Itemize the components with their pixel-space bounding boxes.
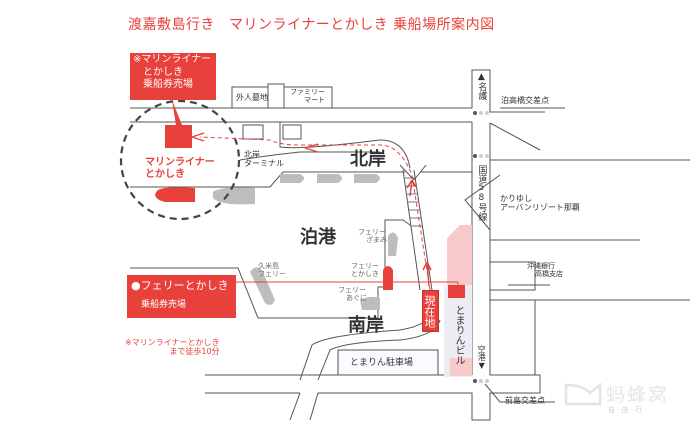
boat-gray [213,187,255,205]
boat-marine-liner [155,187,195,202]
harbour-outline [130,174,501,319]
title-destination: 渡嘉敷島行き [128,17,215,33]
route-58-label: 国道58号線 [476,165,487,221]
road-hokugan [130,122,472,188]
nago-label: ▲名護 [476,72,487,100]
tomarin-parking-label: とまりん駐車場 [350,358,414,368]
walk-note: ※マリンライナーとかしきまで徒歩10分 [125,338,220,357]
watermark-subtext: 自 · 由 · 行 [608,406,643,414]
hokugan-label: 北岸 [350,149,386,170]
tomari-takahashi-label: 泊高橋交差点 [501,96,549,105]
hokugan-terminal-label: 北岸ターミナル [244,150,284,169]
watermark-logo [564,382,602,406]
boat-gray [317,174,342,183]
ticket-pointer-line [236,281,459,285]
boat-aguni [360,296,380,310]
ferry-ticket-label: ●フェリーとかしき 乗船券売場 [127,275,236,318]
okinawa-bank-label: 沖縄銀行高橋支店 [527,262,563,279]
label-line: ※マリンライナー [133,54,212,65]
ferry-aguni-label: フェリーあぐに [338,286,367,303]
label-line: とかしき [143,66,183,78]
label-line: ●フェリーとかしき [131,279,229,292]
kumejima-ferry-label: 久米島フェリー [258,262,286,279]
boat-kumejima [250,267,275,305]
label-line: 乗船券売場 [141,300,187,310]
nangan-label: 南岸 [348,315,384,336]
family-mart-label: ファミリーマート [290,88,325,105]
current-location-marker: 現在地 [422,290,439,332]
walking-route [199,136,431,291]
maejima-label: 前島交差点 [505,396,545,405]
ferry-zamami-label: フェリーざまみ [358,228,387,245]
road-route-58 [471,122,690,375]
label-line: 乗船券売場 [143,79,193,90]
title-main: マリンライナーとかしき 乗船場所案内図 [229,17,495,33]
tomarin-parking [337,349,439,376]
boat-gray [354,174,380,183]
boat-ferry-tokashiki [383,266,393,290]
marine-area-circle [119,99,241,221]
tomarin-building-shape [447,225,472,285]
marine-ticket-label: ※マリンライナー とかしき 乗船券売場 [130,53,216,100]
pedestrian-bridge [402,169,433,291]
watermark-text: 蚂蜂窝 [606,384,670,406]
kariyushi-label: かりゆしアーバンリゾート那覇 [500,194,580,213]
boat-gray [280,174,304,183]
road-bottom [205,374,541,421]
airport-label: 空港▼ [477,345,487,370]
ferry-ticket-office [448,285,465,298]
building-family-mart [283,86,333,109]
tomarin-building-label: とまりんビル [453,305,464,365]
boat-zamami [388,232,398,256]
marine-liner-label: マリンライナーとかしき [145,157,215,180]
foreign-cemetery-label: 外人墓地 [236,93,268,102]
marine-ticket-office [165,125,192,148]
tomari-port-label: 泊港 [300,227,336,248]
ferry-tokashiki-label: フェリーとかしき [351,262,379,279]
map-title: 渡嘉敷島行きマリンライナーとかしき 乗船場所案内図 [128,14,509,34]
